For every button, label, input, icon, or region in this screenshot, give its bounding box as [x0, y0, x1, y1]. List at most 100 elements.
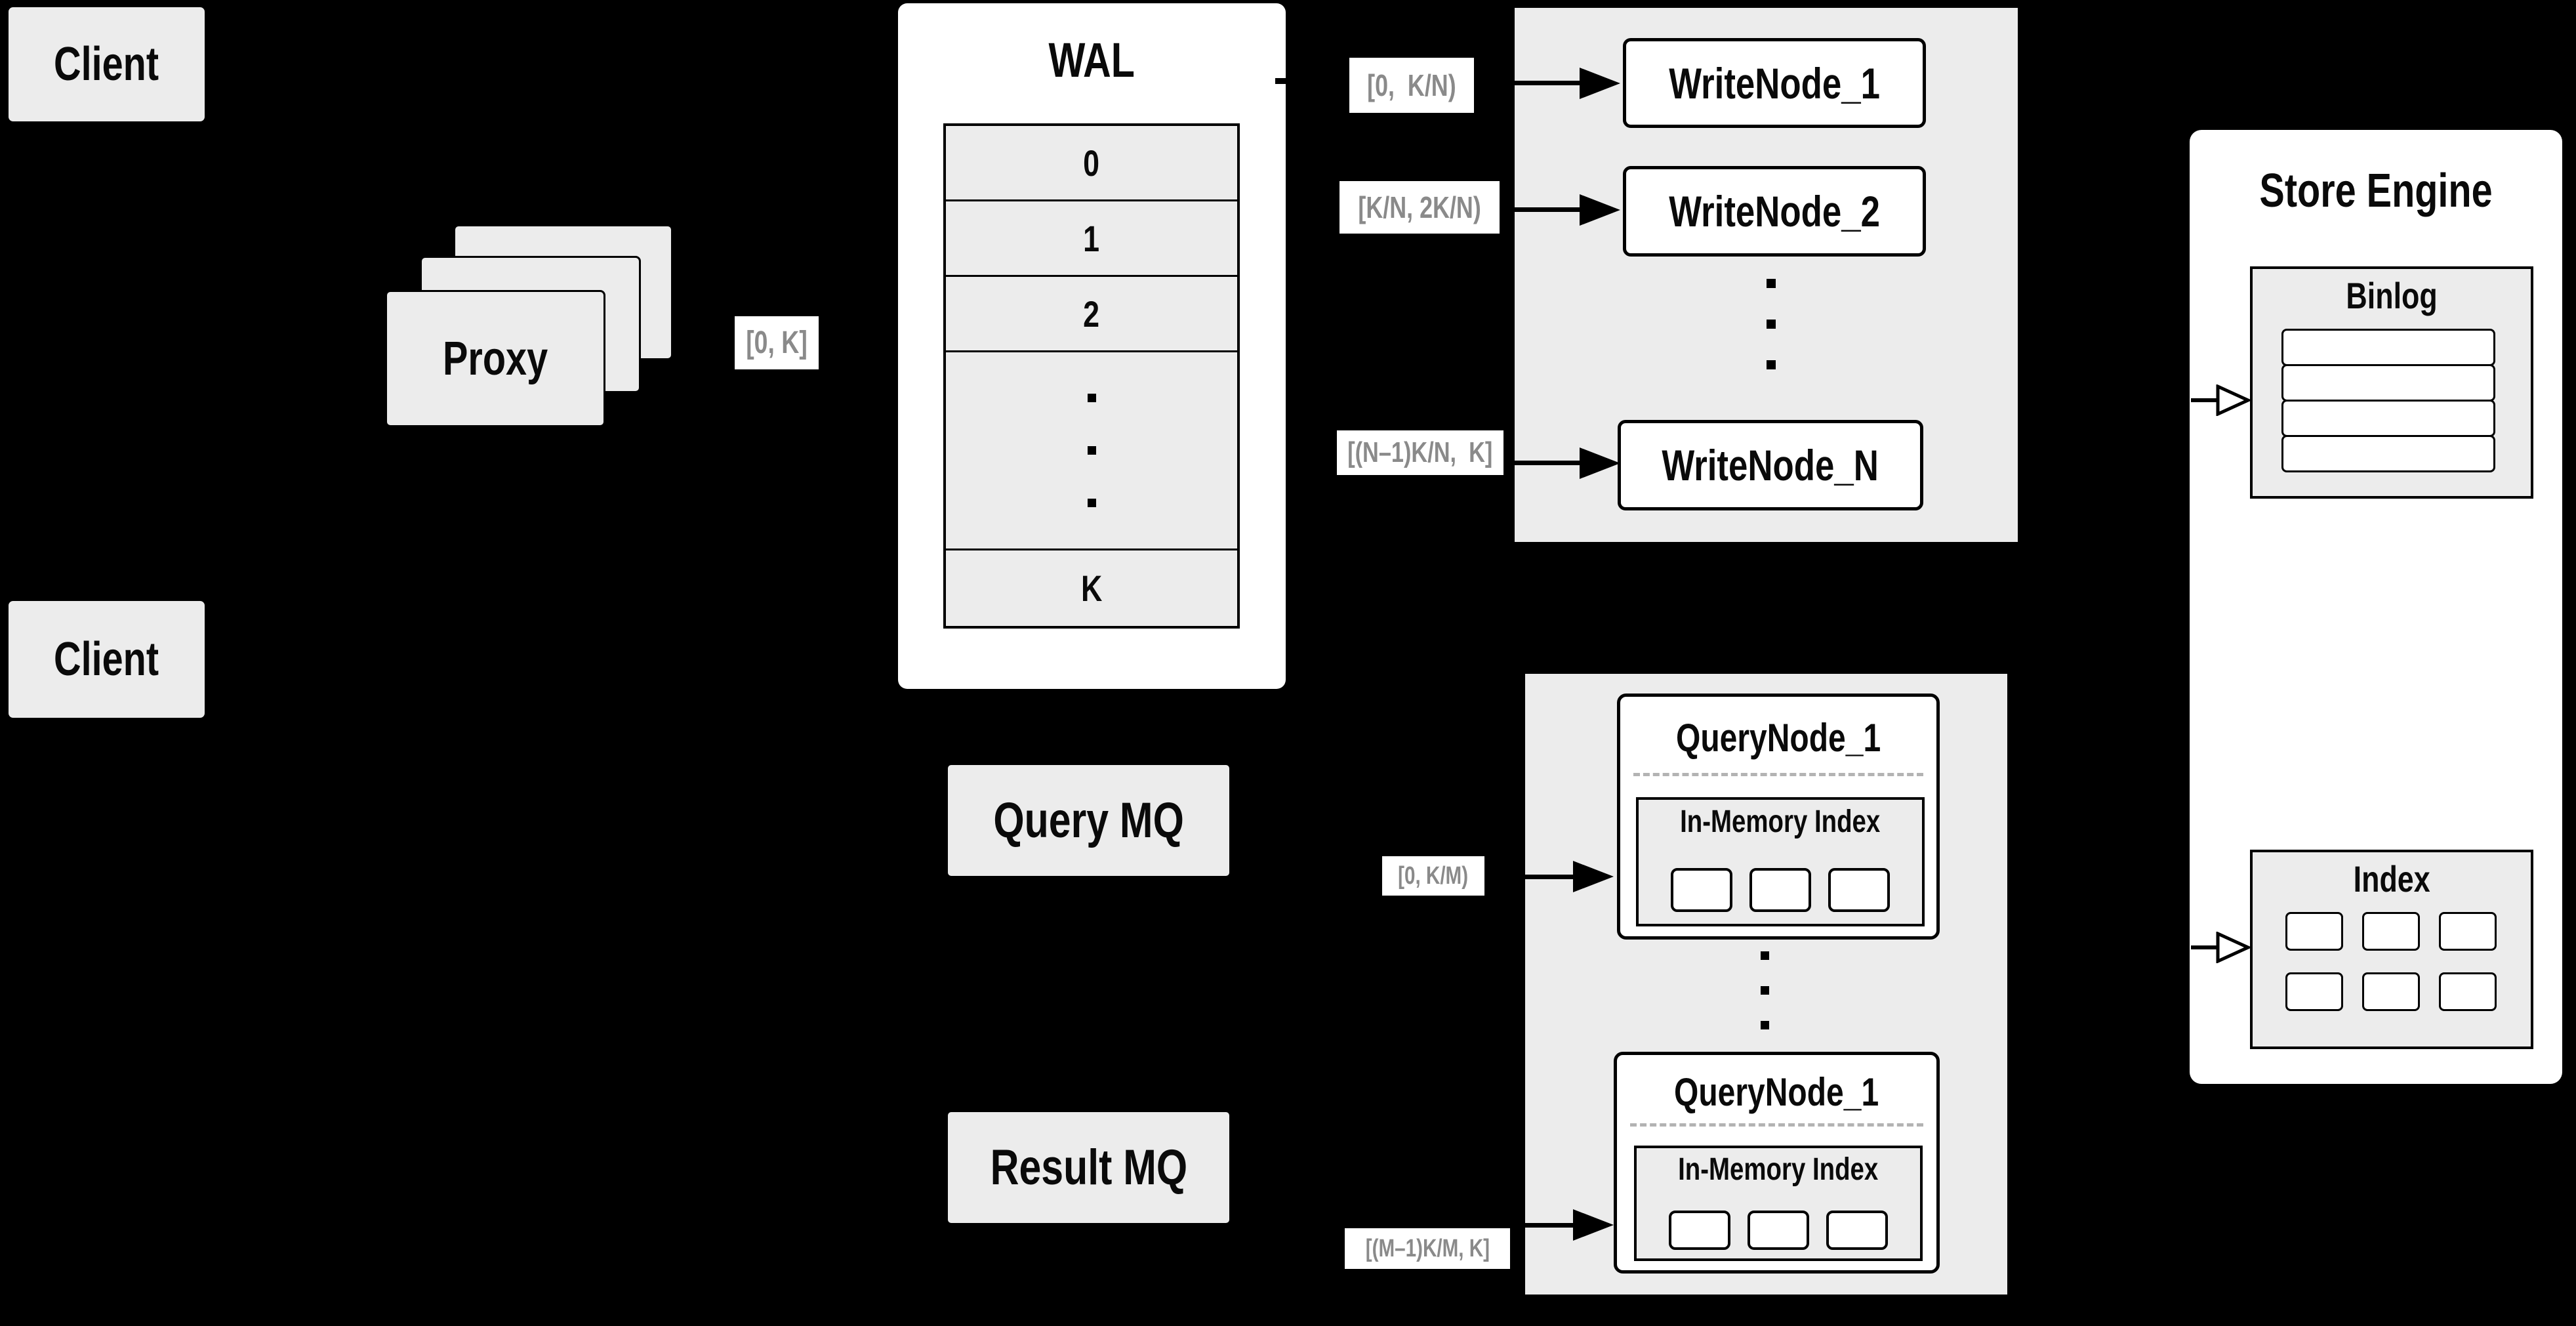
binlog-row [2281, 364, 2495, 402]
write-node-1-label: WriteNode_1 [1669, 58, 1880, 108]
wal-row-1: 1 [946, 199, 1237, 275]
index-cell [2439, 912, 2497, 951]
wal-title-wrap: WAL [898, 32, 1286, 88]
arrow-line-write-2 [1515, 207, 1582, 212]
arrow-head-open-index [2216, 932, 2250, 963]
query-mq-label: Query MQ [993, 793, 1184, 848]
in-memory-index-1-title: In-Memory Index [1680, 804, 1881, 839]
proxy-label: Proxy [442, 332, 548, 385]
in-memory-index-m-title: In-Memory Index [1678, 1152, 1879, 1187]
query-node-ellipsis-dots [1761, 951, 1769, 1029]
wal-row-k-label: K [1080, 568, 1103, 609]
in-memory-index-1-segments [1639, 868, 1922, 912]
range-label-write-1: [0, K/N) [1349, 58, 1474, 113]
index-title-wrap: Index [2253, 858, 2531, 900]
binlog-row [2281, 329, 2495, 366]
index-cells [2285, 912, 2497, 1011]
proxy-card-front: Proxy [385, 290, 605, 427]
segment-box [1749, 868, 1811, 912]
range-label-write-n: [(N–1)K/N, K] [1337, 430, 1503, 475]
index-cell [2362, 912, 2420, 951]
query-mq-box: Query MQ [946, 763, 1231, 878]
binlog-title: Binlog [2346, 275, 2438, 316]
index-title: Index [2353, 858, 2430, 900]
wal-outgoing-line-stub [1275, 78, 1288, 84]
wal-row-0: 0 [946, 126, 1237, 199]
in-memory-index-m-title-wrap: In-Memory Index [1637, 1151, 1920, 1188]
range-label-query-1: [0, K/M) [1382, 856, 1484, 896]
wal-row-2-label: 2 [1083, 293, 1100, 335]
binlog-title-wrap: Binlog [2253, 274, 2531, 317]
query-node-m-title-wrap: QueryNode_1 [1617, 1069, 1936, 1115]
arrow-line-write-1 [1515, 81, 1582, 85]
range-label-query-1-text: [0, K/M) [1398, 861, 1469, 890]
binlog-rows [2281, 329, 2495, 472]
range-label-write-2-text: [K/N, 2K/N) [1358, 190, 1481, 224]
arrow-head-query-m [1573, 1209, 1614, 1241]
client-bottom-label: Client [54, 633, 159, 686]
write-node-ellipsis-dots [1767, 279, 1776, 369]
wal-row-1-label: 1 [1083, 217, 1100, 259]
arrow-head-query-1 [1573, 861, 1614, 892]
arrow-line-query-m [1525, 1223, 1575, 1228]
wal-table: 0 1 2 K [943, 123, 1240, 629]
wal-row-ellipsis [946, 350, 1237, 549]
store-engine-title: Store Engine [2259, 165, 2493, 217]
range-label-query-m-text: [(M–1)K/M, K] [1365, 1234, 1490, 1262]
arrow-line-query-1 [1525, 875, 1575, 879]
client-box-top: Client [7, 5, 207, 123]
range-label-write-1-text: [0, K/N) [1367, 68, 1456, 102]
segment-box [1748, 1211, 1809, 1250]
write-node-1: WriteNode_1 [1623, 38, 1926, 128]
query-node-1-title-wrap: QueryNode_1 [1620, 715, 1936, 760]
result-mq-box: Result MQ [946, 1110, 1231, 1225]
query-node-1-divider [1633, 773, 1923, 776]
in-memory-index-1: In-Memory Index [1636, 797, 1925, 926]
query-node-m-divider [1630, 1123, 1923, 1127]
binlog-row [2281, 435, 2495, 472]
arrow-head-write-1 [1580, 68, 1620, 99]
index-cell [2285, 972, 2343, 1011]
query-node-m-title: QueryNode_1 [1674, 1070, 1879, 1114]
write-node-n-label: WriteNode_N [1662, 441, 1879, 489]
arrow-line-index [2191, 945, 2220, 949]
arrow-head-write-2 [1580, 194, 1620, 226]
client-top-label: Client [54, 38, 159, 91]
index-cell [2285, 912, 2343, 951]
store-engine-title-wrap: Store Engine [2190, 164, 2562, 218]
index-box: Index [2250, 850, 2533, 1049]
query-node-1-title: QueryNode_1 [1675, 716, 1881, 760]
range-label-proxy-out: [0, K] [735, 316, 819, 369]
arrow-line-binlog [2191, 398, 2220, 402]
wal-ellipsis-dots [1087, 394, 1096, 507]
segment-box [1828, 868, 1890, 912]
range-label-proxy-out-text: [0, K] [746, 325, 808, 360]
write-node-n: WriteNode_N [1618, 420, 1923, 510]
wal-title: WAL [1048, 33, 1135, 87]
index-cell [2362, 972, 2420, 1011]
in-memory-index-m: In-Memory Index [1634, 1146, 1923, 1261]
result-mq-label: Result MQ [990, 1140, 1187, 1195]
range-label-write-n-text: [(N–1)K/N, K] [1347, 436, 1493, 468]
wal-row-k: K [946, 549, 1237, 626]
wal-panel: WAL 0 1 2 K [898, 3, 1286, 689]
arrow-head-write-n [1580, 447, 1620, 479]
store-engine-panel: Store Engine Binlog Index [2190, 130, 2562, 1084]
query-node-m: QueryNode_1 In-Memory Index [1614, 1052, 1940, 1274]
write-node-2: WriteNode_2 [1623, 166, 1926, 257]
binlog-row [2281, 400, 2495, 437]
index-cell [2439, 972, 2497, 1011]
segment-box [1826, 1211, 1888, 1250]
arrow-head-open-binlog [2216, 384, 2250, 416]
in-memory-index-1-title-wrap: In-Memory Index [1639, 804, 1922, 840]
in-memory-index-m-segments [1637, 1211, 1920, 1250]
range-label-write-2: [K/N, 2K/N) [1339, 181, 1500, 234]
wal-row-0-label: 0 [1083, 142, 1100, 184]
arrow-line-write-n [1515, 461, 1582, 465]
query-node-1: QueryNode_1 In-Memory Index [1617, 694, 1940, 940]
segment-box [1669, 1211, 1730, 1250]
range-label-query-m: [(M–1)K/M, K] [1345, 1228, 1510, 1269]
client-box-bottom: Client [7, 599, 207, 720]
write-node-2-label: WriteNode_2 [1669, 187, 1880, 236]
